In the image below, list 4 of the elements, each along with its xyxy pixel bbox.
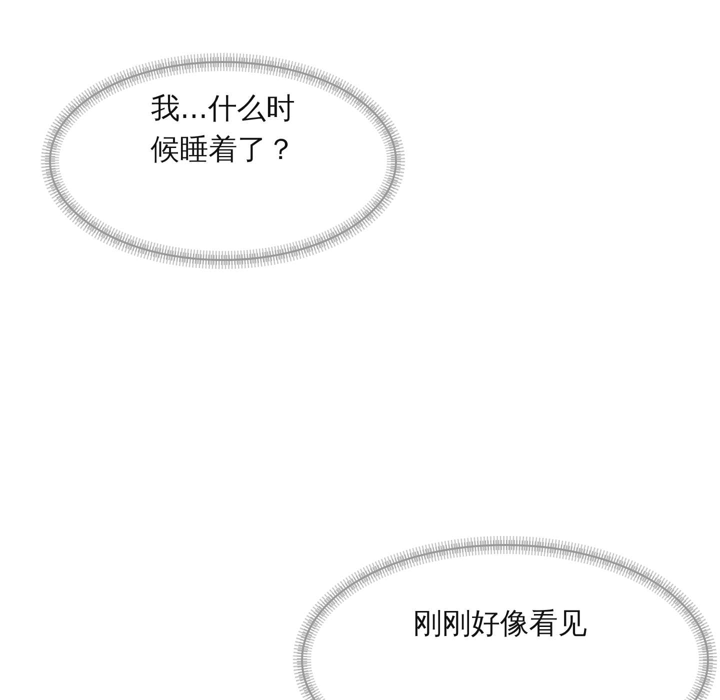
speech-text: 刚刚好像看见	[412, 605, 588, 642]
speech-bubble	[38, 50, 408, 272]
speech-text: 我...什么时候睡着了？	[150, 90, 296, 168]
speech-bubble	[290, 533, 720, 700]
